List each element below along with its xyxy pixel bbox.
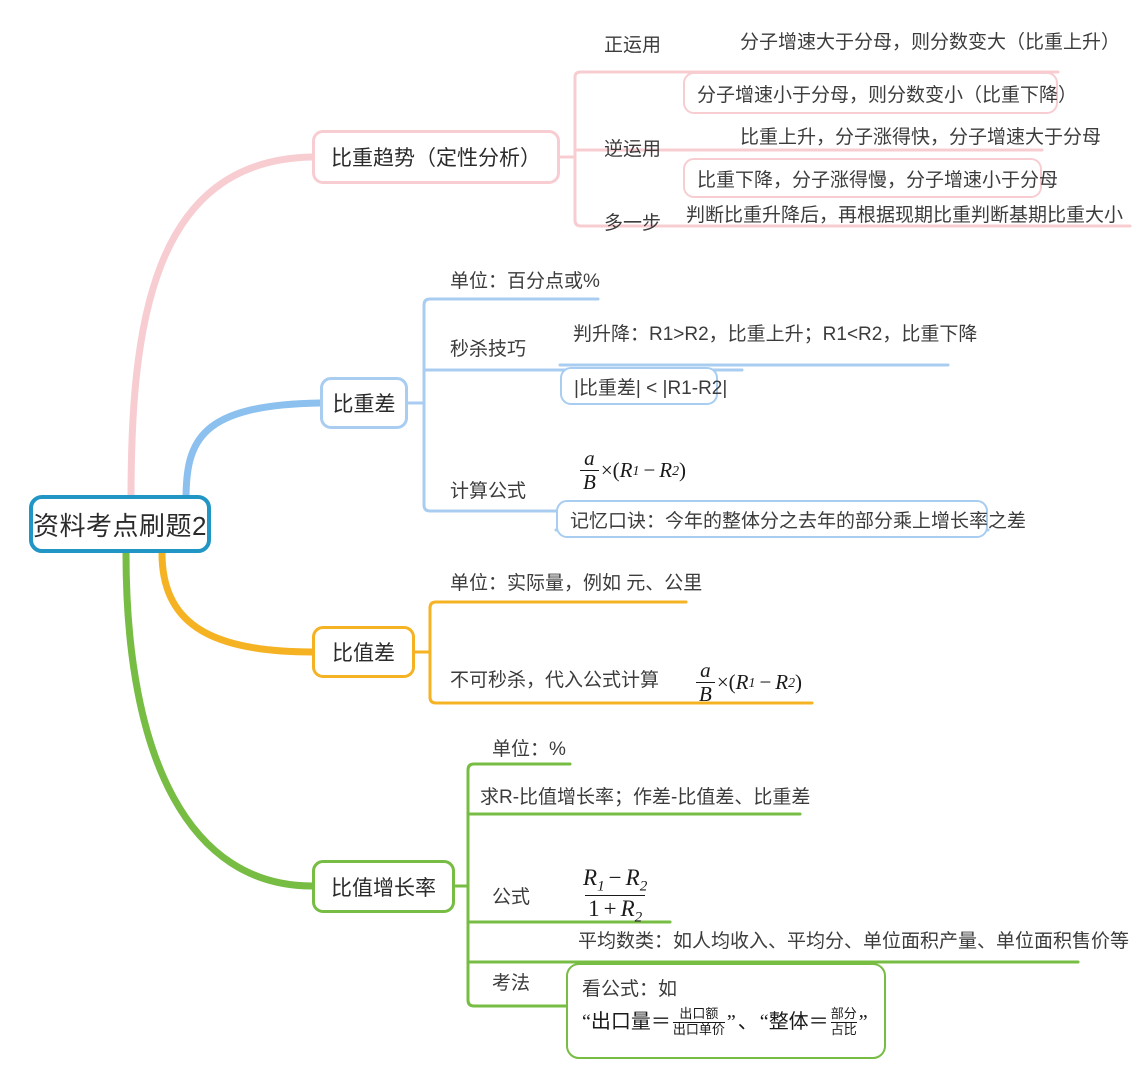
var-r2: R <box>620 895 635 921</box>
frac-denominator: B <box>580 470 599 493</box>
formula-chukouliang-zhengti: “ 出口量＝ 出口额 出口单价 ” 、 “ 整体＝ 部分 占比 ” <box>582 1006 868 1037</box>
term-zhengti: 整体＝ <box>768 1011 829 1034</box>
leaf-bukemiaosha[interactable]: 不可秒杀，代入公式计算 <box>450 670 660 691</box>
leaf-danwei-bfd[interactable]: 单位：百分点或% <box>450 271 600 292</box>
frac-numerator-2: 部分 <box>830 1006 857 1021</box>
term-chukouliang: 出口量＝ <box>590 1011 671 1034</box>
paren-open: ( <box>728 670 736 694</box>
leaf-kan-gongshi-label: 看公式：如 <box>582 979 678 1000</box>
leaf-zheng-2[interactable]: 分子增速小于分母，则分数变小（比重下降） <box>683 72 1077 114</box>
branch-node-bizhong-cha[interactable]: 比重差 <box>320 377 408 429</box>
sub-2: 2 <box>634 908 643 926</box>
quote-close-2: ” <box>858 1011 868 1034</box>
minus-sign: − <box>608 865 622 890</box>
leaf-qiuR[interactable]: 求R-比值增长率；作差-比值差、比重差 <box>480 787 811 808</box>
root-label: 资料考点刷题2 <box>33 510 207 541</box>
frac-numerator: 出口额 <box>679 1006 719 1021</box>
subtopic-niyunyong[interactable]: 逆运用 <box>604 139 662 160</box>
enumeration-comma: 、 <box>737 1011 758 1034</box>
leaf-danwei-percent[interactable]: 单位：% <box>492 739 566 760</box>
branch-node-bizhong-qushi[interactable]: 比重趋势（定性分析） <box>312 130 560 184</box>
leaf-panshengjiang[interactable]: 判升降：R1>R2，比重上升；R1<R2，比重下降 <box>573 324 978 345</box>
branch-label: 比重差 <box>332 393 396 416</box>
var-r2: R <box>775 670 789 694</box>
leaf-duo-1[interactable]: 判断比重升降后，再根据现期比重判断基期比重大小 <box>686 205 1124 226</box>
sub-1: 1 <box>632 462 640 478</box>
leaf-text: 记忆口诀：今年的整体分之去年的部分乘上增长率之差 <box>570 510 1027 532</box>
sub-2: 2 <box>672 462 680 478</box>
minus-sign: − <box>643 458 656 482</box>
subtopic-duoyibu[interactable]: 多一步 <box>604 213 662 234</box>
leaf-danwei-shijiliang[interactable]: 单位：实际量，例如 元、公里 <box>450 573 703 594</box>
branch-label: 比值增长率 <box>331 876 436 900</box>
frac-denominator: 1+R2 <box>585 894 646 926</box>
sub-2: 2 <box>639 877 648 895</box>
minus-sign: − <box>759 670 772 694</box>
paren-close: ) <box>795 670 803 694</box>
quote-open: “ <box>582 1011 591 1034</box>
leaf-kan-gongshi-group[interactable]: 看公式：如 “ 出口量＝ 出口额 出口单价 ” 、 “ 整体＝ 部分 占比 ” <box>566 963 886 1059</box>
leaf-zheng-1[interactable]: 分子增速大于分母，则分数变大（比重上升） <box>740 32 1121 53</box>
var-r1: R <box>735 670 749 694</box>
frac-numerator: a <box>584 446 595 470</box>
const-1: 1 <box>588 895 600 921</box>
subtopic-zhengyunyong[interactable]: 正运用 <box>604 35 662 56</box>
leaf-text: 分子增速小于分母，则分数变小（比重下降） <box>697 84 1078 106</box>
times-sign: × <box>716 670 729 694</box>
var-r1: R <box>619 458 633 482</box>
subtopic-jisuan-gongshi[interactable]: 计算公式 <box>450 481 527 502</box>
frac-numerator: R1−R2 <box>580 866 650 895</box>
formula-bizhi-zengzhanglv: R1−R2 1+R2 <box>578 866 652 925</box>
sub-2: 2 <box>788 674 796 690</box>
formula-bizhicha: a B × ( R 1 − R 2 ) <box>694 660 802 705</box>
var-r1: R <box>583 865 598 890</box>
plus-sign: + <box>603 895 617 921</box>
leaf-jiyi-koujue[interactable]: 记忆口诀：今年的整体分之去年的部分乘上增长率之差 <box>556 500 1026 538</box>
var-r2: R <box>625 865 640 890</box>
sub-1: 1 <box>748 674 756 690</box>
leaf-pingjunshulei[interactable]: 平均数类：如人均收入、平均分、单位面积产量、单位面积售价等 <box>578 931 1130 952</box>
frac-denominator-2: 占比 <box>830 1021 857 1037</box>
subtopic-kaofa[interactable]: 考法 <box>492 973 531 994</box>
branch-node-bizhi-zengzhanglv[interactable]: 比值增长率 <box>312 860 455 913</box>
quote-open-2: “ <box>759 1011 769 1034</box>
paren-close: ) <box>679 458 687 482</box>
quote-close: ” <box>726 1011 736 1034</box>
var-r2: R <box>659 458 673 482</box>
frac-numerator: a <box>700 658 711 682</box>
branch-node-bizhi-cha[interactable]: 比值差 <box>312 626 415 678</box>
leaf-bizhongcha-abs[interactable]: |比重差| < |R1-R2| <box>560 367 727 405</box>
branch-label: 比重趋势（定性分析） <box>331 147 541 170</box>
times-sign: × <box>600 458 613 482</box>
root-node[interactable]: 资料考点刷题2 <box>29 495 211 553</box>
leaf-ni-1[interactable]: 比重上升，分子涨得快，分子增速大于分母 <box>740 127 1102 148</box>
sub-1: 1 <box>597 877 605 895</box>
leaf-text: 比重下降，分子涨得慢，分子增速小于分母 <box>697 169 1059 191</box>
frac-denominator: 出口单价 <box>672 1021 725 1037</box>
leaf-ni-2[interactable]: 比重下降，分子涨得慢，分子增速小于分母 <box>683 158 1058 198</box>
subtopic-gongshi[interactable]: 公式 <box>492 887 531 908</box>
paren-open: ( <box>612 458 620 482</box>
formula-bizhongcha: a B × ( R 1 − R 2 ) <box>578 448 686 493</box>
branch-label: 比值差 <box>332 642 395 665</box>
subtopic-miaosha-jiqiao[interactable]: 秒杀技巧 <box>450 339 527 360</box>
leaf-text: |比重差| < |R1-R2| <box>574 377 728 399</box>
frac-denominator: B <box>696 682 715 705</box>
